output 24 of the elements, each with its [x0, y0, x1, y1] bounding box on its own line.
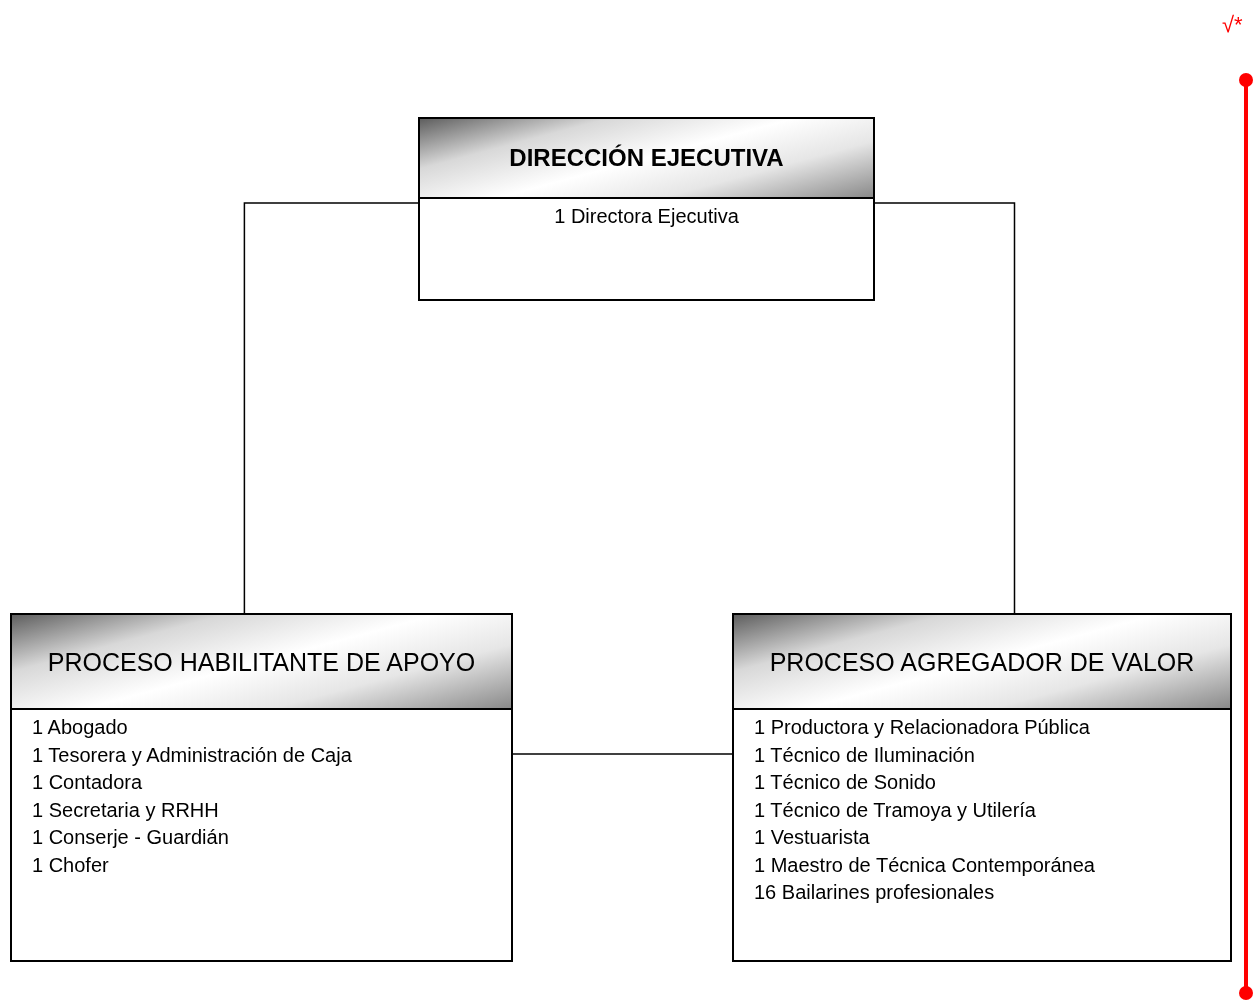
box-heading: DIRECCIÓN EJECUTIVA — [420, 119, 873, 199]
staff-entry: 1 Vestuarista — [754, 825, 870, 850]
staff-entry: 16 Bailarines profesionales — [754, 880, 995, 905]
staff-entry: 1 Secretaria y RRHH — [32, 797, 219, 823]
connector-line — [243, 202, 419, 614]
connector-line — [874, 202, 1016, 614]
connector-line — [512, 753, 733, 755]
staff-entry: 1 Maestro de Técnica Contemporánea — [754, 852, 1095, 878]
staff-entry: 1 Productora y Relacionadora Pública — [754, 715, 1090, 740]
org-box — [732, 613, 1232, 962]
staff-entry: 1 Técnico de Sonido — [754, 770, 936, 795]
staff-entry: 1 Chofer — [32, 852, 109, 878]
annotation-mark: √* — [1222, 11, 1243, 39]
staff-entry: 1 Técnico de Tramoya y Utilería — [754, 797, 1036, 823]
box-heading: PROCESO HABILITANTE DE APOYO — [12, 615, 511, 710]
staff-entry: 1 Directora Ejecutiva — [554, 204, 739, 229]
staff-entry: 1 Tesorera y Administración de Caja — [32, 742, 352, 768]
staff-entry: 1 Conserje - Guardián — [32, 825, 229, 850]
staff-entry: 1 Técnico de Iluminación — [754, 742, 975, 768]
org-box — [10, 613, 513, 962]
org-box — [418, 117, 875, 301]
staff-entry: 1 Abogado — [32, 715, 128, 740]
box-heading: PROCESO AGREGADOR DE VALOR — [734, 615, 1230, 710]
staff-entry: 1 Contadora — [32, 770, 143, 795]
